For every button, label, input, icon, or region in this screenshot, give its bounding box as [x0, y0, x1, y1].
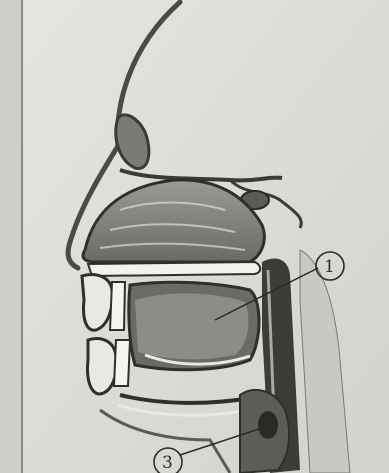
lower-incisor [114, 340, 130, 386]
label-1: 1 [324, 257, 335, 277]
tongue [135, 293, 248, 359]
label-3: 3 [162, 453, 173, 473]
laryngeal-opening [258, 411, 278, 439]
lower-lip [88, 339, 117, 394]
hard-palate [88, 262, 260, 276]
upper-incisor [110, 282, 125, 330]
